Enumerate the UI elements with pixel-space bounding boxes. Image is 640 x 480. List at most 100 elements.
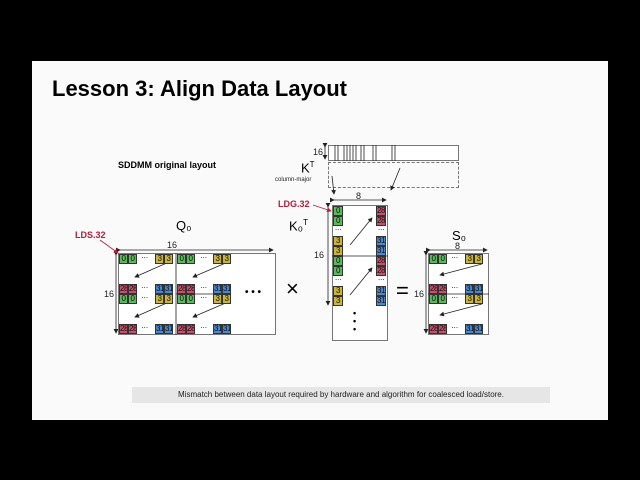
cell-ellipsis: ··· [334, 276, 342, 284]
k0t-sup: T [303, 218, 308, 227]
matrix-cell: 0 [186, 294, 195, 304]
matrix-cell: 31 [222, 324, 231, 334]
matrix-cell: 0 [438, 294, 447, 304]
matrix-cell: 31 [213, 284, 222, 294]
matrix-cell: 28 [128, 284, 137, 294]
matrix-cell: 0 [177, 254, 186, 264]
matrix-cell: 3 [222, 254, 231, 264]
layout-subtitle: SDDMM original layout [118, 160, 217, 170]
matrix-cell: 31 [474, 284, 483, 294]
matrix-cell: 31 [164, 284, 173, 294]
k0t-width-label: 8 [356, 191, 362, 201]
cell-ellipsis: ··· [200, 254, 207, 262]
matrix-cell: 28 [429, 324, 438, 334]
matrix-cell: 3 [474, 254, 483, 264]
matrix-cell: 31 [213, 324, 222, 334]
matrix-cell: 3 [333, 286, 343, 296]
matrix-cell: 3 [155, 294, 164, 304]
matrix-cell: 31 [465, 324, 474, 334]
cell-ellipsis: ··· [377, 226, 385, 234]
order-arrow [349, 267, 373, 296]
matrix-cell: 3 [222, 294, 231, 304]
order-arrow [134, 261, 170, 278]
order-arrow [134, 301, 170, 318]
matrix-cell: 31 [164, 324, 173, 334]
matrix-cell: 28 [177, 324, 186, 334]
matrix-cell: 3 [213, 294, 222, 304]
matrix-cell: 3 [333, 246, 343, 256]
matrix-cell: 0 [333, 206, 343, 216]
matrix-cell: 28 [438, 324, 447, 334]
k0t-label: K₀T [289, 218, 308, 233]
order-arrow [192, 301, 229, 318]
equals-sign: = [396, 278, 409, 303]
k0t-height-label: 16 [314, 250, 325, 260]
cell-ellipsis: ··· [200, 294, 207, 302]
kt-sup: T [309, 160, 315, 169]
matrix-cell: 3 [465, 294, 474, 304]
matrix-cell: 31 [376, 296, 386, 306]
cell-ellipsis: ··· [377, 276, 385, 284]
matrix-cell: 31 [376, 246, 386, 256]
kt-letter: K [301, 160, 310, 176]
matrix-cell: 0 [119, 294, 128, 304]
matrix-cell: 0 [438, 254, 447, 264]
matrix-cell: 0 [333, 256, 343, 266]
times-sign: × [286, 276, 299, 301]
matrix-cell: 0 [429, 294, 438, 304]
matrix-cell: 28 [376, 256, 386, 266]
kt-label: KT [301, 160, 315, 175]
cell-ellipsis: ··· [141, 324, 148, 332]
cell-ellipsis: ··· [200, 284, 207, 292]
cell-ellipsis: ··· [141, 254, 148, 262]
slide [32, 61, 608, 420]
matrix-cell: 3 [213, 254, 222, 264]
matrix-cell: 28 [376, 216, 386, 226]
s0-height-label: 16 [414, 289, 425, 299]
cell-ellipsis: ··· [451, 324, 458, 332]
kt-to-k0t-arrow [390, 167, 401, 191]
matrix-cell: 3 [164, 294, 173, 304]
matrix-cell: 28 [438, 284, 447, 294]
ldg-pointer [312, 204, 332, 213]
matrix-cell: 28 [186, 284, 195, 294]
matrix-cell: 0 [333, 266, 343, 276]
matrix-cell: 31 [155, 324, 164, 334]
lds-instr: LDS.32 [75, 230, 106, 240]
q0-height-label: 16 [104, 289, 115, 299]
matrix-cell: 0 [333, 216, 343, 226]
matrix-cell: 0 [429, 254, 438, 264]
matrix-cell: 28 [128, 324, 137, 334]
matrix-cell: 28 [376, 266, 386, 276]
matrix-cell: 28 [119, 284, 128, 294]
order-arrow [349, 217, 373, 246]
k0t-letter: K₀ [289, 218, 304, 234]
cell-ellipsis: ··· [451, 294, 458, 302]
cell-ellipsis: ··· [200, 324, 207, 332]
matrix-cell: 0 [186, 254, 195, 264]
caption: Mismatch between data layout required by… [132, 387, 550, 403]
matrix-cell: 3 [333, 236, 343, 246]
matrix-cell: 3 [465, 254, 474, 264]
q0-ellipsis: • • • [245, 287, 262, 298]
kt-note: column-major [275, 177, 312, 183]
matrix-cell: 31 [376, 286, 386, 296]
matrix-cell: 0 [128, 254, 137, 264]
s0-width-label: 8 [455, 241, 461, 251]
matrix-cell: 31 [465, 284, 474, 294]
matrix-cell: 31 [376, 236, 386, 246]
cell-ellipsis: ··· [451, 254, 458, 262]
matrix-cell: 28 [119, 324, 128, 334]
q0-label: Q₀ [176, 218, 192, 233]
matrix-cell: 31 [474, 324, 483, 334]
kt-to-k0t-arrow [331, 175, 336, 195]
matrix-cell: 28 [177, 284, 186, 294]
matrix-cell: 0 [128, 294, 137, 304]
order-arrow [439, 303, 483, 317]
matrix-cell: 28 [186, 324, 195, 334]
lds-pointer [99, 239, 119, 254]
q0-width-label: 16 [167, 240, 178, 250]
kt-height-label: 16 [313, 147, 324, 157]
k0t-vertical-ellipsis: ••• [353, 308, 357, 334]
